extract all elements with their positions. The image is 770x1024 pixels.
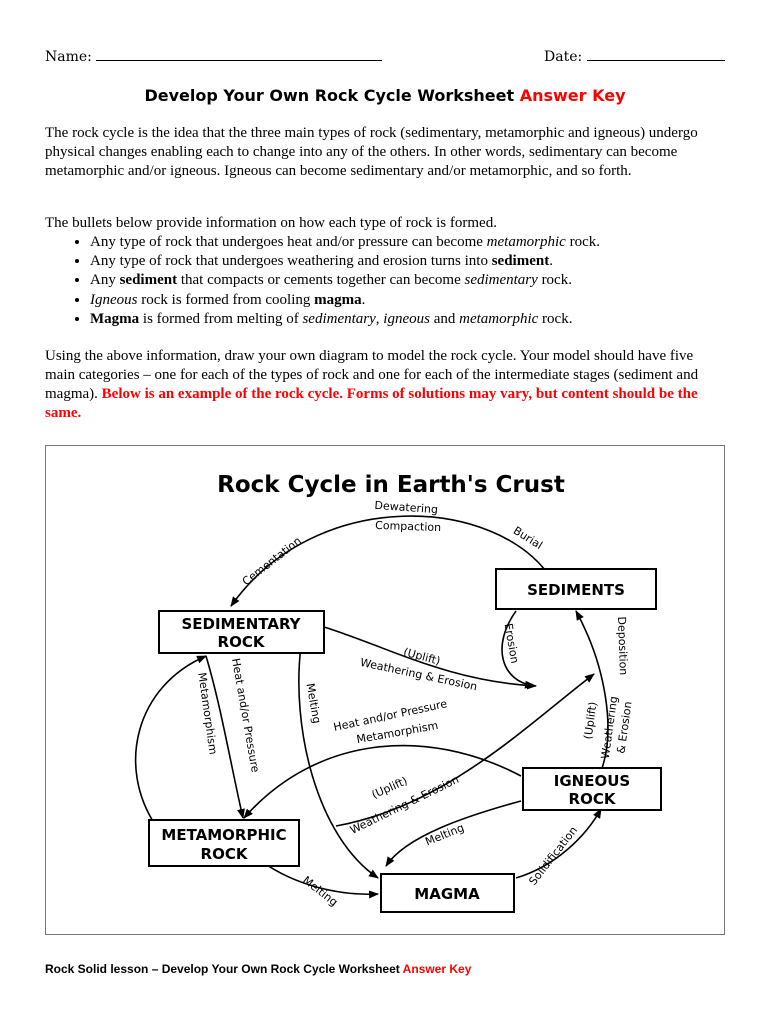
arrow-sediments-to-sedimentary [230, 515, 552, 607]
label-heat-pressure-v: Heat and/or Pressure [229, 657, 262, 773]
bullets-intro: The bullets below provide information on… [45, 215, 497, 231]
svg-text:SEDIMENTS: SEDIMENTS [527, 581, 625, 599]
arrow-metamorphic-to-magma [260, 860, 379, 899]
title-answer-key: Answer Key [519, 86, 626, 105]
name-blank[interactable] [96, 48, 383, 61]
svg-text:SEDIMENTARY: SEDIMENTARY [181, 615, 301, 633]
svg-text:ROCK: ROCK [218, 633, 266, 651]
label-erosion: Erosion [502, 622, 522, 664]
label-burial: Burial [511, 524, 545, 552]
arrow-igneous-to-magma [385, 800, 522, 867]
box-sediments: SEDIMENTS [495, 568, 657, 610]
footer-text: Rock Solid lesson – Develop Your Own Roc… [45, 962, 403, 976]
arrow-deposition [575, 610, 609, 772]
date-blank[interactable] [586, 48, 725, 61]
footer: Rock Solid lesson – Develop Your Own Roc… [45, 962, 471, 976]
label-cementation: Cementation [240, 534, 304, 588]
title-main: Develop Your Own Rock Cycle Worksheet [144, 86, 515, 105]
page-title: Develop Your Own Rock Cycle Worksheet An… [0, 86, 770, 105]
instructions-paragraph: Using the above information, draw your o… [45, 347, 725, 423]
svg-text:IGNEOUS: IGNEOUS [554, 772, 630, 790]
label-solidification: Solidification [526, 824, 580, 888]
date-field: Date: [544, 48, 725, 65]
bullet-list: Any type of rock that undergoes heat and… [45, 233, 770, 329]
footer-answer-key: Answer Key [402, 962, 472, 976]
bullet-item: Any type of rock that undergoes heat and… [90, 233, 770, 252]
svg-text:MAGMA: MAGMA [414, 885, 480, 903]
bullet-item: Any sediment that compacts or cements to… [90, 271, 770, 290]
svg-text:ROCK: ROCK [569, 790, 617, 808]
date-label: Date: [544, 49, 583, 65]
arrow-metamorphic-to-sediments [335, 673, 595, 827]
box-sedimentary-rock: SEDIMENTARY ROCK [158, 610, 325, 654]
arrow-erosion [501, 610, 535, 689]
box-metamorphic-rock: METAMORPHIC ROCK [148, 819, 300, 867]
svg-text:METAMORPHIC: METAMORPHIC [161, 826, 286, 844]
label-uplift-3: (Uplift) [581, 701, 599, 740]
arrow-metamorphic-loop [134, 655, 207, 827]
label-dewatering: Dewatering [374, 499, 438, 516]
bullet-item: Any type of rock that undergoes weatheri… [90, 252, 770, 271]
label-deposition: Deposition [615, 616, 630, 675]
arrow-sedimentary-to-metamorphic [205, 655, 245, 819]
arrow-magma-to-igneous [515, 808, 602, 879]
bullet-item: Igneous rock is formed from cooling magm… [90, 291, 770, 310]
instructions-text: Using the above information, draw your o… [45, 348, 699, 402]
arrow-igneous-to-metamorphic [243, 744, 522, 819]
label-uplift-1: (Uplift) [402, 645, 442, 667]
box-igneous-rock: IGNEOUS ROCK [522, 767, 662, 811]
cycle-arrows [134, 515, 609, 899]
diagram-title: Rock Cycle in Earth's Crust [217, 472, 565, 498]
arrow-sedimentary-to-magma [298, 645, 379, 879]
bullet-item: Magma is formed from melting of sediment… [90, 310, 770, 329]
name-field: Name: [45, 48, 383, 65]
rock-cycle-diagram: Rock Cycle in Earth's Crust SEDIMENTAR [45, 445, 725, 935]
arrow-sedimentary-to-sediments-uplift [320, 625, 537, 690]
rock-cycle-svg: Rock Cycle in Earth's Crust SEDIMENTAR [134, 472, 662, 913]
name-label: Name: [45, 49, 92, 65]
label-compaction: Compaction [375, 519, 441, 534]
instructions-note: Below is an example of the rock cycle. F… [45, 386, 698, 421]
label-melting-v: Melting [304, 682, 324, 724]
svg-text:ROCK: ROCK [201, 845, 249, 863]
intro-paragraph: The rock cycle is the idea that the thre… [45, 125, 698, 179]
box-magma: MAGMA [380, 873, 515, 913]
label-metamorphism-v: Metamorphism [195, 672, 219, 756]
